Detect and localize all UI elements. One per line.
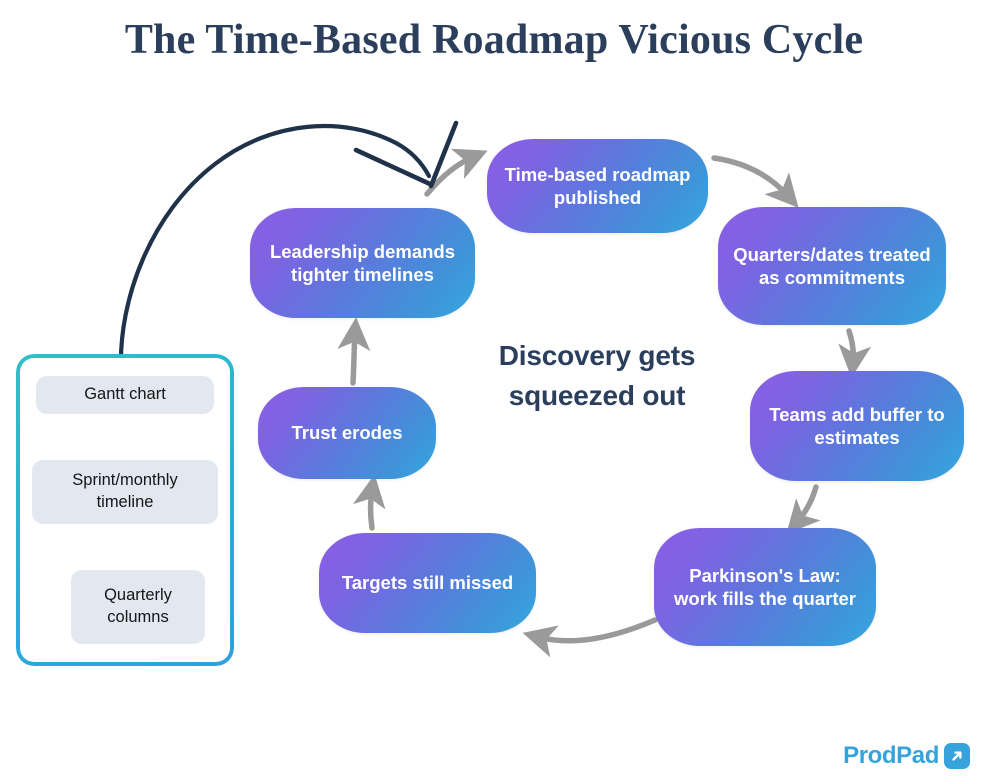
arrow-trust-to-leadership (337, 317, 371, 386)
cycle-node-trust-erodes[interactable]: Trust erodes (258, 387, 436, 479)
artifact-chip-gantt-chart[interactable]: Gantt chart (36, 376, 214, 414)
arrow-parkinsons-to-targets (522, 617, 658, 658)
brand-wordmark: ProdPad (843, 742, 939, 769)
artifacts-panel: Gantt chart Sprint/monthly timeline Quar… (16, 354, 234, 666)
arrow-leadership-to-published (424, 148, 488, 197)
arrow-up-right-icon (944, 743, 970, 769)
cycle-node-roadmap-published[interactable]: Time-based roadmap published (487, 139, 708, 233)
cycle-node-targets-missed[interactable]: Targets still missed (319, 533, 536, 633)
arrow-targets-to-trust (352, 474, 386, 531)
artifact-chip-quarterly-columns[interactable]: Quarterly columns (71, 570, 205, 644)
arrow-published-to-quarters (711, 155, 799, 208)
sketch-arrow-head-left (353, 147, 433, 187)
cycle-node-parkinsons-law[interactable]: Parkinson's Law: work fills the quarter (654, 528, 876, 646)
brand-logo: ProdPad (843, 742, 970, 770)
center-caption-line-2: squeezed out (508, 379, 686, 411)
sketch-arrow-head-right (428, 120, 459, 189)
cycle-node-leadership-timelines[interactable]: Leadership demands tighter timelines (250, 208, 475, 318)
artifact-chip-sprint-monthly-timeline[interactable]: Sprint/monthly timeline (32, 460, 218, 524)
cycle-node-teams-buffer[interactable]: Teams add buffer to estimates (750, 371, 964, 481)
arrow-teams-to-parkinsons (786, 484, 821, 534)
page-title: The Time-Based Roadmap Vicious Cycle (124, 17, 864, 63)
cycle-node-quarters-commitments[interactable]: Quarters/dates treated as commitments (718, 207, 946, 325)
arrow-quarters-to-teams (838, 328, 872, 378)
center-caption-line-1: Discovery gets (498, 340, 696, 371)
center-caption: Discovery gets squeezed out (452, 336, 742, 416)
